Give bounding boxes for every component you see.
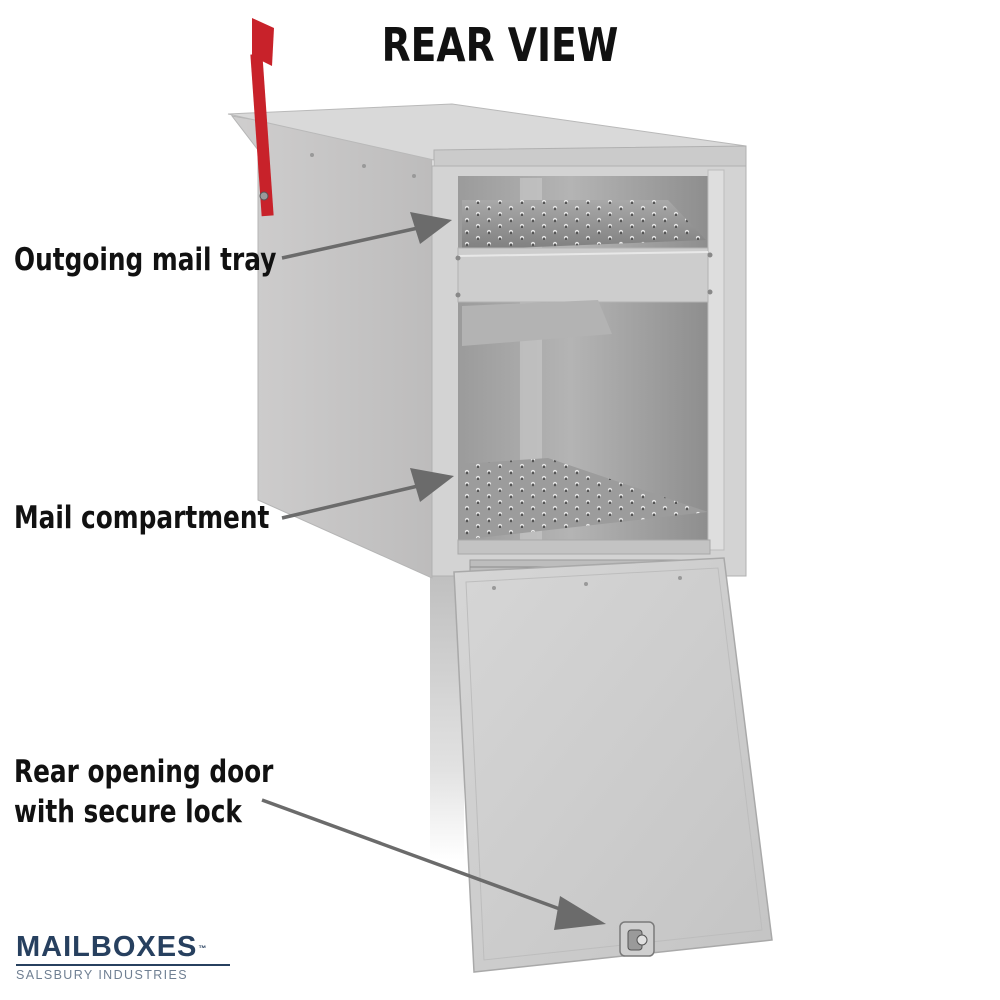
outgoing-mail-tray xyxy=(455,200,713,303)
brand-logo: MAILBOXES™ SALSBURY INDUSTRIES xyxy=(16,932,256,983)
callout-text: Mail compartment xyxy=(14,500,270,536)
callout-text-line1: Rear opening door xyxy=(14,754,274,790)
logo-wordmark: MAILBOXES™ xyxy=(16,932,256,962)
logo-divider xyxy=(16,964,230,966)
logo-brand: MAILBOXES xyxy=(16,931,198,963)
callout-text: Outgoing mail tray xyxy=(14,242,277,278)
rear-door xyxy=(453,557,773,973)
callout-text-line2: with secure lock xyxy=(14,794,242,830)
logo-company: SALSBURY INDUSTRIES xyxy=(16,968,189,982)
lock-icon xyxy=(619,921,655,957)
signal-flag xyxy=(250,18,274,217)
callout-mail-compartment: Mail compartment xyxy=(14,498,269,538)
interior-divider xyxy=(462,300,612,346)
arrow-compartment xyxy=(281,468,454,520)
callout-outgoing-mail-tray: Outgoing mail tray xyxy=(14,240,276,280)
callout-rear-door: Rear opening door with secure lock xyxy=(14,752,273,832)
mail-compartment xyxy=(457,458,711,555)
page-title: REAR VIEW xyxy=(381,18,619,72)
trademark-symbol: ™ xyxy=(198,944,207,953)
arrow-tray xyxy=(281,212,452,260)
arrow-door xyxy=(261,798,606,930)
